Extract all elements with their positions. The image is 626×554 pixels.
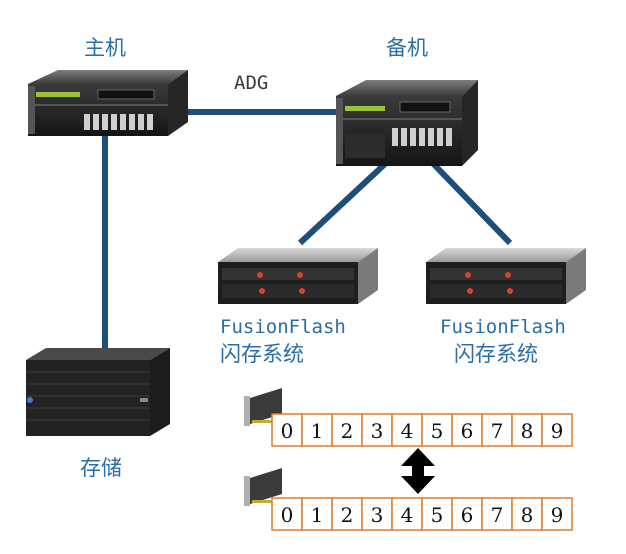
array-cell-label: 9 — [551, 503, 564, 527]
array-cell — [301, 413, 333, 447]
array-cell-label: 2 — [341, 503, 354, 527]
array-cell-label: 8 — [521, 419, 534, 443]
flash-system-right-icon — [426, 248, 586, 304]
flash-system-left-icon — [218, 248, 378, 304]
array-cell-label: 3 — [371, 503, 384, 527]
array-cell — [511, 497, 543, 531]
array-cell-label: 4 — [401, 419, 414, 443]
array-cell — [421, 497, 453, 531]
array-cell-label: 0 — [281, 503, 294, 527]
standby-host-label: 备机 — [386, 36, 428, 60]
array-cell — [361, 497, 393, 531]
array-cell-label: 7 — [491, 419, 504, 443]
array-cell-label: 2 — [341, 419, 354, 443]
array-cell — [271, 497, 303, 531]
flash-right-name: FusionFlash — [440, 316, 566, 338]
array-cell-label: 5 — [431, 419, 444, 443]
array-cell-label: 9 — [551, 419, 564, 443]
pcie-card-bottom-icon — [244, 468, 282, 506]
primary-host-label: 主机 — [84, 36, 126, 60]
data-array-bottom — [271, 497, 573, 531]
standby-server-icon — [336, 80, 478, 166]
array-cell — [451, 413, 483, 447]
array-cell-label: 6 — [461, 419, 474, 443]
flash-right-subtitle: 闪存系统 — [454, 342, 538, 366]
primary-server-icon — [28, 70, 188, 136]
data-array-top-labels: 0 1 2 3 4 5 6 7 8 9 — [281, 419, 564, 443]
array-cell-label: 4 — [401, 503, 414, 527]
array-cell-label: 1 — [311, 503, 324, 527]
flash-left-subtitle: 闪存系统 — [220, 342, 304, 366]
array-cell-label: 3 — [371, 419, 384, 443]
flash-left-name: FusionFlash — [220, 316, 346, 338]
data-array-top — [271, 413, 573, 447]
adg-link-label: ADG — [234, 72, 269, 94]
array-cell — [541, 497, 573, 531]
array-cell — [331, 413, 363, 447]
array-cell — [481, 413, 513, 447]
array-cell-label: 0 — [281, 419, 294, 443]
array-cell-label: 1 — [311, 419, 324, 443]
array-cell — [451, 497, 483, 531]
storage-array-icon — [26, 348, 170, 436]
array-cell — [481, 497, 513, 531]
array-cell — [541, 413, 573, 447]
array-cell — [361, 413, 393, 447]
array-cell-label: 8 — [521, 503, 534, 527]
array-cell-label: 7 — [491, 503, 504, 527]
array-cell — [421, 413, 453, 447]
data-array-bottom-labels: 0 1 2 3 4 5 6 7 8 9 — [281, 503, 564, 527]
double-arrow-icon — [401, 448, 435, 494]
array-cell-label: 5 — [431, 503, 444, 527]
storage-label: 存储 — [80, 456, 122, 480]
array-cell — [331, 497, 363, 531]
array-cell — [511, 413, 543, 447]
array-cell-label: 6 — [461, 503, 474, 527]
